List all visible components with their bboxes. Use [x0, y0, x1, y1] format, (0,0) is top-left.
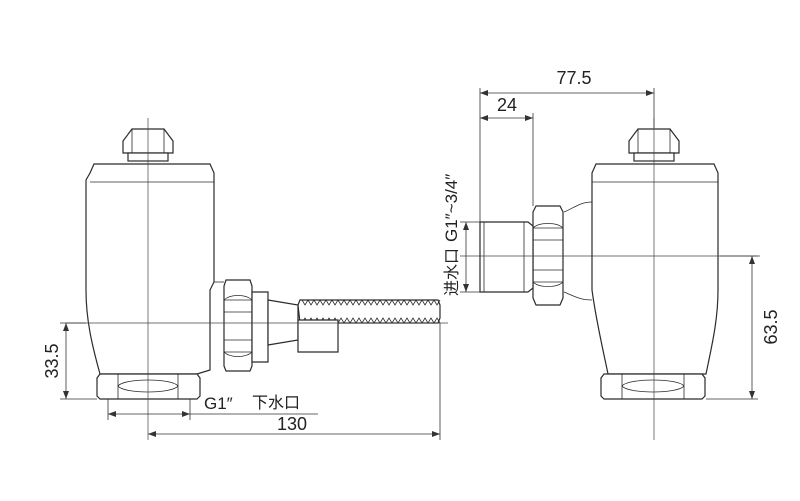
right-valve-body [563, 163, 719, 375]
inlet-thread-label: G1″~3/4″ [442, 174, 461, 242]
outlet-thread-label: G1″ [204, 394, 233, 413]
right-bottom-nut [600, 373, 706, 400]
right-inlet-fitting [479, 205, 564, 306]
right-view [460, 118, 760, 440]
left-view [66, 118, 448, 440]
left-bottom-nut [96, 373, 201, 400]
right-centerlines [460, 118, 760, 440]
dimension-lines [60, 88, 758, 440]
dim-overall-width: 77.5 [556, 68, 591, 88]
left-outlet-pipe [297, 299, 441, 353]
left-union-nut [223, 279, 299, 372]
left-valve-body [85, 163, 224, 375]
dim-outlet-length: 130 [277, 414, 307, 434]
outlet-name-label: 下水口 [252, 393, 300, 412]
inlet-label-group: 进水口 G1″~3/4″ [442, 174, 461, 296]
dimension-labels: 77.5 24 63.5 33.5 130 G1″ 下水口 进水口 G1″~3/… [42, 68, 781, 434]
left-centerlines [66, 118, 448, 440]
dim-inlet-height: 63.5 [761, 309, 781, 344]
dim-inlet-offset: 24 [497, 95, 517, 115]
dim-outlet-height: 33.5 [42, 343, 62, 378]
inlet-name-label: 进水口 [442, 248, 461, 296]
